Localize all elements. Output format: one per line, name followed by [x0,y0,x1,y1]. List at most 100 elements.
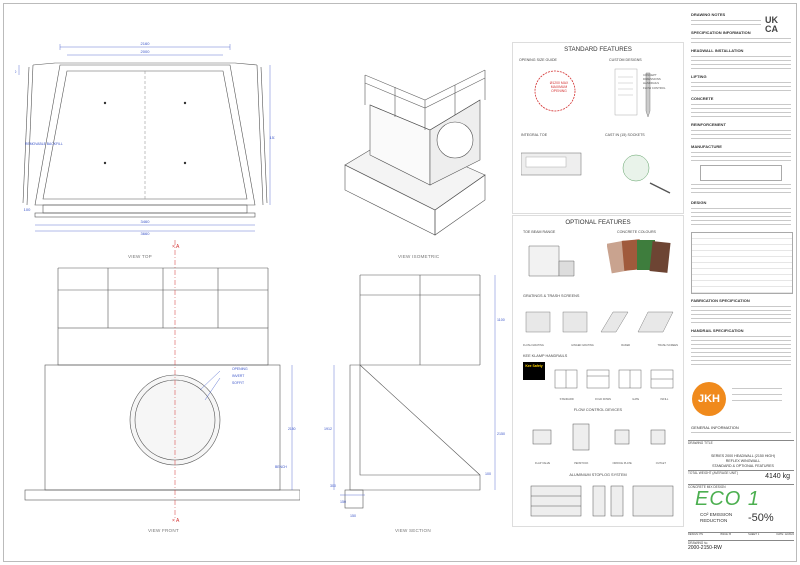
dim-section-5: 150 [340,500,346,504]
handrail-graphics [554,369,674,389]
dim-top-bottom2: 3660 [141,231,151,235]
label-view-section: VIEW SECTION [395,528,431,533]
ukca-mark: UK CA [765,16,787,34]
concrete-heading: CONCRETE [691,96,714,101]
view-top-drawing: 2160 2000 1512 3460 3660 100 100 REMOVAB… [15,41,275,235]
ukca-line-1: CA [765,24,778,34]
drawing-sheet [3,3,797,562]
concrete-colours-title: CONCRETE COLOURS [617,230,656,234]
top-note: REMOVABLE BACKFILL [25,142,63,146]
view-front-drawing: × A × A OPENING INVERT SOFFIT BENCH 2150 [24,240,300,524]
dim-section-6: 150 [350,514,356,518]
co2-block: CO² EMISSION REDUCTION [700,512,732,524]
grating-item-3: TRASH SCREEN [657,344,678,347]
bottom-row: DESIGN: PN ISSUE: B SHEET: 1 DATE: 12/20… [688,532,794,539]
ukca-line-0: UK [765,15,778,25]
front-label-opening: OPENING [232,367,248,371]
design-heading: DESIGN [691,200,707,205]
optional-features-title: OPTIONAL FEATURES [565,219,631,226]
custom-item-1: DIMENSIONS [643,77,661,82]
flow-control-title: FLOW CONTROL DEVICES [573,408,623,412]
flow-item-1: PENSTOCK [574,462,589,465]
drawing-title: SERIES 2000 HEADWALL (2150 HIGH) REFLEX … [700,454,786,468]
kee-klamp-title: KEE KLAMP HANDRAILS [523,354,568,358]
standard-features-panel: STANDARD FEATURES OPENING SIZE GUIDE CUS… [512,42,684,214]
drawing-title-line-1: REFLEX WINGWALL [725,458,761,463]
reinforcement-heading: REINFORCEMENT [691,122,726,127]
handrail-item-0: STANDARD [559,398,574,401]
handrail-item-3: INFILL [660,398,669,401]
drawing-title-line-2: STANDARD & OPTIONAL FEATURES [712,463,774,468]
toe-beam-graphic [528,245,575,277]
dim-top-left-small: 100 [24,207,31,212]
flow-item-2: ORIFICE PLATE [612,462,632,465]
label-view-isometric: VIEW ISOMETRIC [398,254,440,259]
bottom-design: DESIGN: PN [688,533,703,536]
reduction-label: REDUCTION [700,518,728,523]
manufacture-table [700,165,782,181]
dim-section-3: 1912 [324,427,332,431]
dim-section-1: 2150 [497,432,505,436]
label-view-front: VIEW FRONT [148,528,179,533]
front-section-marker-top: × A [172,244,180,250]
flow-item-0: FLAP VALVE [535,462,551,465]
drawing-number-row: DRAWING № 2000-2150-RW [688,540,794,559]
reduction-value: -50% [748,512,774,524]
custom-item-2: HANDRAILS [643,81,660,86]
drawing-title-line-0: SERIES 2000 HEADWALL (2150 HIGH) [710,454,776,458]
handrail-item-2: GATE [632,398,640,401]
aluminium-graphics [530,485,674,517]
front-label-bench: BENCH [275,465,287,469]
lifting-heading: LIFTING [691,74,707,79]
grating-item-2: RAKED [621,344,631,347]
custom-item-0: CONCEPT [643,73,657,77]
label-view-top: VIEW TOP [128,254,152,259]
gratings-title: GRATINGS & TRASH SCREENS [523,294,580,298]
total-weight-label: TOTAL WEIGHT (AVERAGE UNIT) [688,471,738,475]
concrete-mix-label: CONCRETE MIX DESIGN [688,484,794,493]
aluminium-title: ALUMINIUM STOPLOG SYSTEM [569,473,627,477]
bottom-sheet: SHEET: 1 [748,533,760,536]
drawing-number: 2000-2150-RW [688,545,722,551]
view-section-drawing: 1100 2150 100 1912 300 150 150 [324,274,505,518]
opening-circle-text: Ø1200 MAX MAXIMUM OPENING [539,81,579,93]
dim-top-left: 100 [15,69,17,74]
general-info-heading: GENERAL INFORMATION [691,425,739,430]
cast-in-sockets-label: CAST IN (15) SOCKETS [605,133,645,137]
integral-toe-graphic [521,152,582,176]
opening-size-title: OPENING SIZE GUIDE [519,58,557,62]
front-section-marker-bottom: × A [172,518,180,524]
design-table [691,232,793,294]
grating-items: FLUSH GRATING HINGED GRATING RAKED TRASH… [523,344,678,347]
opening-circle-line-2: OPENING [551,89,567,93]
drawing-title-label: DRAWING TITLE [688,440,794,451]
front-label-invert: INVERT [232,374,244,378]
cast-in-sockets-graphic [622,154,671,194]
drawing-notes-heading: DRAWING NOTES [691,12,726,17]
custom-list: CONCEPT DIMENSIONS HANDRAILS FLOW CONTRO… [643,73,666,90]
kee-safety-logo: Kee Safety [523,362,545,380]
grating-item-1: HINGED GRATING [571,344,594,347]
concrete-colours-swatches [607,239,671,274]
dim-section-0: 1100 [497,318,505,322]
dim-top-width: 2160 [141,41,151,46]
flow-items: FLAP VALVE PENSTOCK ORIFICE PLATE OUTLET [523,462,678,465]
dim-section-4: 300 [330,484,336,488]
opening-size-circle [534,70,576,112]
eco-logo: ECO 1 [695,488,761,510]
total-weight-value: 4140 kg [765,473,790,480]
spec-info-heading: SPECIFICATION INFORMATION [691,30,751,35]
co2-label: CO² EMISSION [700,512,733,517]
opening-circle-line-1: MAXIMUM [550,85,568,89]
standard-features-title: STANDARD FEATURES [564,46,632,53]
flow-item-3: OUTLET [655,462,666,465]
bottom-date: DATE: 12/2024 [776,533,794,536]
bottom-issue: ISSUE: B [720,533,732,536]
view-isometric-drawing [344,69,486,236]
headwall-install-heading: HEADWALL INSTALLATION [691,48,744,53]
integral-toe-label: INTEGRAL TOE [521,133,548,137]
jkh-logo: JKH [692,382,726,416]
handrail-spec-heading: HANDRAIL SPECIFICATION [691,328,744,333]
handrail-items: STANDARD FOLD DOWN GATE INFILL [549,398,679,401]
grating-item-0: FLUSH GRATING [523,344,544,347]
